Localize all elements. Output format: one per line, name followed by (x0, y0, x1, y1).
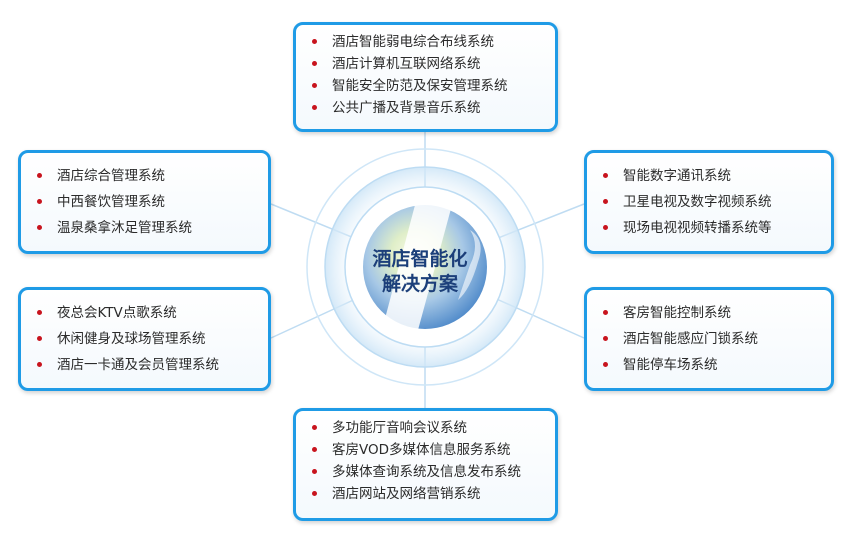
bullet-dot (37, 310, 42, 315)
bullet-dot (603, 362, 608, 367)
list-item: 酒店一卡通及会员管理系统 (37, 352, 258, 378)
center-title-line1: 酒店智能化 (372, 248, 468, 270)
list-item: 酒店网站及网络营销系统 (312, 483, 545, 505)
list-item: 智能数字通讯系统 (603, 163, 821, 189)
bullet-dot (312, 447, 317, 452)
bullet-dot (603, 225, 608, 230)
bullet-dot (37, 362, 42, 367)
bullet-dot (312, 83, 317, 88)
box-right-upper: 智能数字通讯系统 卫星电视及数字视频系统 现场电视视频转播系统等 (584, 150, 834, 254)
box-left-lower: 夜总会KTV点歌系统 休闲健身及球场管理系统 酒店一卡通及会员管理系统 (18, 287, 271, 391)
bullet-dot (603, 336, 608, 341)
list-item: 多功能厅音响会议系统 (312, 417, 545, 439)
bullet-dot (603, 310, 608, 315)
list-item: 夜总会KTV点歌系统 (37, 300, 258, 326)
list-item: 酒店计算机互联网络系统 (312, 53, 545, 75)
bullet-dot (312, 425, 317, 430)
outer-ring (306, 148, 544, 386)
box-top: 酒店智能弱电综合布线系统 酒店计算机互联网络系统 智能安全防范及保安管理系统 公… (293, 22, 558, 132)
bullet-dot (603, 199, 608, 204)
bullet-dot (312, 105, 317, 110)
list-item: 中西餐饮管理系统 (37, 189, 258, 215)
box-right-lower: 客房智能控制系统 酒店智能感应门锁系统 智能停车场系统 (584, 287, 834, 391)
list-item: 多媒体查询系统及信息发布系统 (312, 461, 545, 483)
bullet-dot (312, 491, 317, 496)
center-title: 酒店智能化 解决方案 (350, 247, 490, 297)
list-item: 客房VOD多媒体信息服务系统 (312, 439, 545, 461)
bullet-dot (312, 469, 317, 474)
orb-swoosh-shape-2 (458, 230, 481, 300)
orb-swoosh-shape (382, 205, 452, 330)
list-item: 客房智能控制系统 (603, 300, 821, 326)
list-item: 温泉桑拿沐足管理系统 (37, 215, 258, 241)
list-item: 卫星电视及数字视频系统 (603, 189, 821, 215)
bullet-dot (603, 173, 608, 178)
center-title-line2: 解决方案 (381, 273, 458, 295)
bullet-dot (312, 61, 317, 66)
bullet-dot (37, 225, 42, 230)
list-item: 酒店智能感应门锁系统 (603, 326, 821, 352)
box-left-upper: 酒店综合管理系统 中西餐饮管理系统 温泉桑拿沐足管理系统 (18, 150, 271, 254)
list-item: 智能停车场系统 (603, 352, 821, 378)
list-item: 酒店智能弱电综合布线系统 (312, 31, 545, 53)
bullet-dot (312, 39, 317, 44)
list-item: 现场电视视频转播系统等 (603, 215, 821, 241)
bullet-dot (37, 173, 42, 178)
list-item: 公共广播及背景音乐系统 (312, 97, 545, 119)
box-bottom: 多功能厅音响会议系统 客房VOD多媒体信息服务系统 多媒体查询系统及信息发布系统… (293, 408, 558, 521)
list-item: 休闲健身及球场管理系统 (37, 326, 258, 352)
bullet-dot (37, 199, 42, 204)
list-item: 智能安全防范及保安管理系统 (312, 75, 545, 97)
list-item: 酒店综合管理系统 (37, 163, 258, 189)
bullet-dot (37, 336, 42, 341)
